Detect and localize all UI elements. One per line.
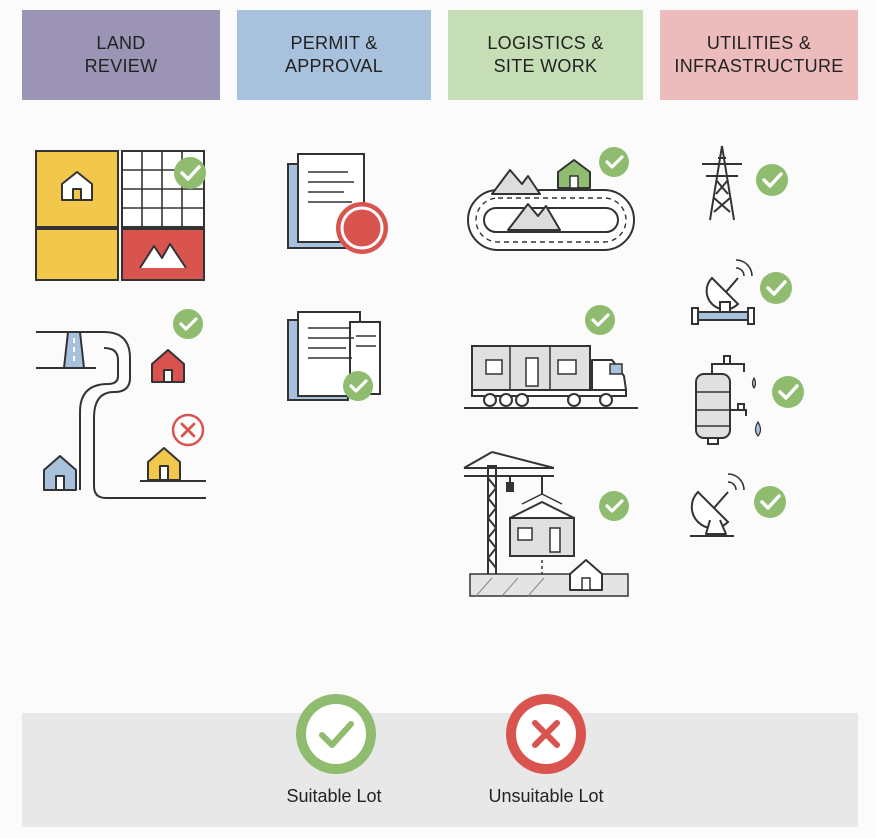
suitable-check-icon	[296, 694, 376, 774]
header-land-review-label: LAND REVIEW	[84, 33, 158, 76]
satellite-dish-pipe-icon	[691, 259, 792, 325]
header-logistics-site-work: LOGISTICS & SITE WORK	[448, 10, 643, 100]
check-icon	[599, 147, 629, 177]
header-utilities-infrastructure: UTILITIES & INFRASTRUCTURE	[660, 10, 858, 100]
check-icon	[599, 491, 629, 521]
header-permit-approval-label: PERMIT & APPROVAL	[284, 33, 384, 76]
header-utilities-infrastructure-label: UTILITIES & INFRASTRUCTURE	[674, 33, 844, 76]
check-icon	[760, 272, 792, 304]
truck-module-icon	[464, 305, 638, 409]
check-icon	[585, 305, 615, 335]
document-seal-icon	[287, 153, 388, 254]
check-icon	[754, 486, 786, 518]
suitable-lot-label: Suitable Lot	[286, 786, 382, 806]
check-icon	[173, 309, 203, 339]
check-icon	[772, 376, 804, 408]
header-logistics-site-work-label: LOGISTICS & SITE WORK	[487, 33, 604, 76]
header-land-review: LAND REVIEW	[22, 10, 220, 100]
unsuitable-lot-label: Unsuitable Lot	[488, 786, 604, 806]
water-tank-faucet-icon	[695, 355, 804, 445]
road-map-icon	[36, 309, 206, 499]
lot-grid-icon	[35, 150, 206, 281]
check-icon	[174, 157, 206, 189]
legend	[22, 713, 858, 827]
check-icon	[343, 371, 373, 401]
header-permit-approval: PERMIT & APPROVAL	[237, 10, 431, 100]
check-icon	[756, 164, 788, 196]
documents-approved-icon	[287, 311, 381, 401]
crane-module-icon	[463, 451, 629, 597]
site-road-icon	[467, 147, 635, 251]
power-tower-icon	[702, 145, 788, 221]
cross-icon	[171, 413, 205, 447]
satellite-dish-icon	[690, 473, 786, 537]
unsuitable-cross-icon	[506, 694, 586, 774]
